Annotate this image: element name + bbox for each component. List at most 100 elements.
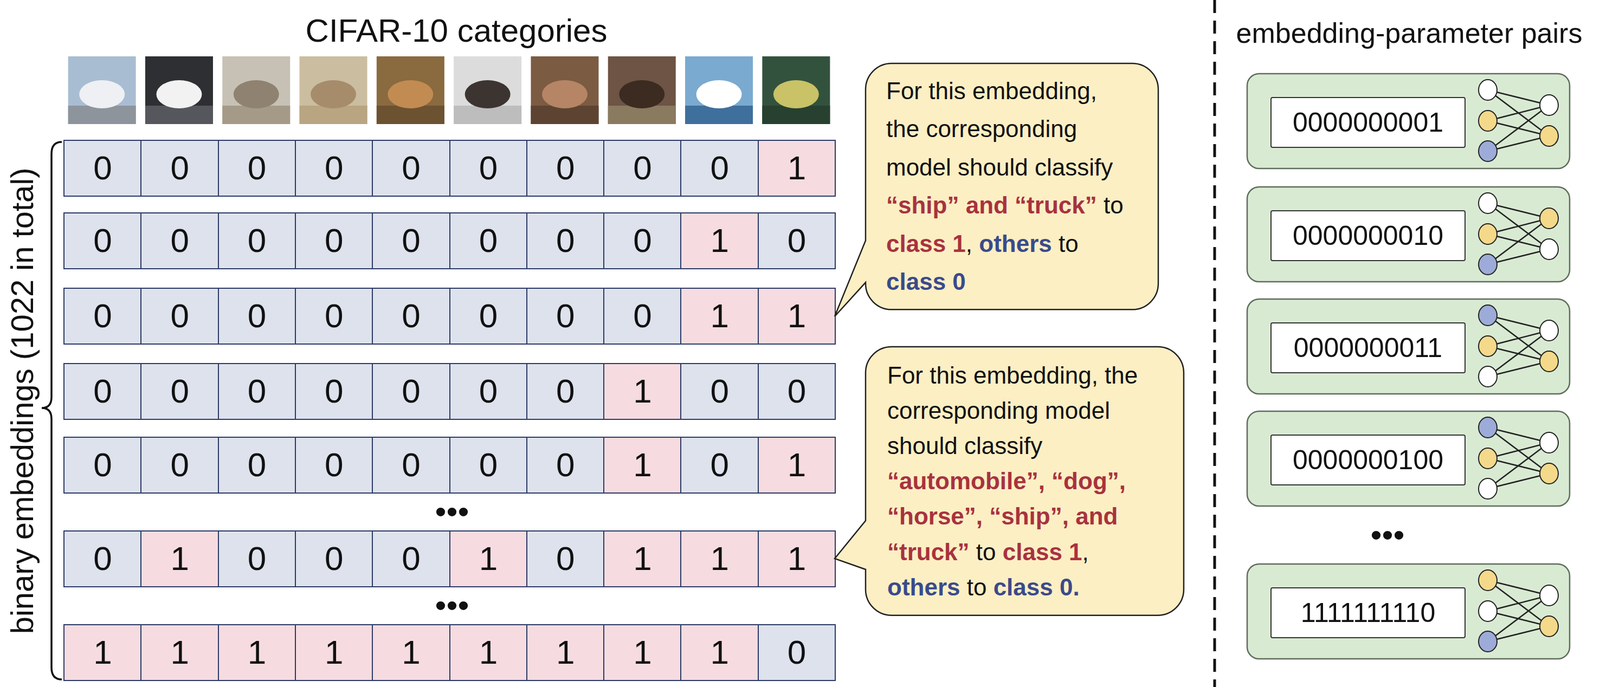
embedding-code-box: 1111111110 — [1270, 587, 1466, 639]
category-thumbnail — [145, 56, 214, 125]
callout-text: For this embedding, the corresponding mo… — [865, 346, 1184, 616]
embedding-code: 1111111110 — [1300, 598, 1436, 629]
network-link — [1487, 595, 1550, 642]
bit-value: 0 — [479, 297, 498, 335]
bit-value: 1 — [170, 634, 189, 672]
thumbnail-background — [145, 56, 214, 125]
bit-cell: 0 — [294, 436, 374, 494]
embedding-code: 0000000100 — [1292, 445, 1444, 476]
thumbnail-ground — [222, 105, 290, 125]
bit-value: 0 — [787, 634, 806, 672]
category-thumbnail — [530, 56, 599, 125]
thumbnail-subject — [542, 80, 588, 109]
thumbnail-subject — [233, 80, 280, 109]
bit-cell: 0 — [294, 212, 374, 270]
bit-value: 1 — [710, 540, 729, 578]
bit-cell: 0 — [449, 436, 528, 494]
network-link — [1487, 315, 1550, 362]
bit-cell: 1 — [449, 530, 528, 588]
thumbnail-ground — [608, 105, 676, 125]
bit-cell: 0 — [217, 436, 297, 494]
network-neuron — [1478, 366, 1498, 387]
bit-value: 0 — [401, 372, 421, 410]
bit-cell: 1 — [294, 624, 374, 682]
bit-value: 0 — [710, 446, 729, 484]
bit-value: 0 — [324, 222, 344, 260]
bit-value: 0 — [401, 540, 421, 578]
bit-value: 1 — [556, 634, 575, 672]
bit-cell: 0 — [294, 139, 374, 197]
bit-cell: 0 — [217, 363, 297, 421]
ellipsis: ••• — [1370, 517, 1405, 554]
thumbnail-subject — [773, 80, 819, 109]
bit-cell: 1 — [757, 287, 837, 345]
network-neuron — [1478, 192, 1498, 214]
network-neuron — [1478, 417, 1498, 438]
thumbnail-ground — [299, 105, 368, 125]
bit-cell: 0 — [449, 363, 528, 421]
bit-cell: 0 — [140, 363, 219, 421]
bit-cell: 1 — [449, 624, 528, 682]
network-neuron — [1539, 463, 1559, 485]
bit-cell: 0 — [63, 363, 143, 421]
ellipsis: ••• — [434, 494, 469, 531]
category-thumbnail — [608, 56, 676, 125]
network-icon — [1478, 79, 1559, 162]
bit-value: 0 — [324, 540, 344, 578]
section-title: CIFAR-10 categories — [305, 13, 608, 49]
thumbnail-background — [453, 56, 522, 125]
network-neuron — [1539, 125, 1559, 147]
thumbnail-background — [68, 56, 137, 125]
bit-value: 0 — [324, 372, 344, 410]
bit-cell: 0 — [757, 363, 837, 421]
bit-value: 1 — [633, 540, 652, 578]
bit-value: 0 — [787, 222, 806, 260]
category-thumbnail — [685, 56, 753, 125]
network-neuron — [1478, 223, 1498, 245]
bit-cell: 0 — [371, 212, 451, 270]
network-link — [1487, 203, 1550, 250]
bit-value: 0 — [247, 372, 267, 410]
thumbnail-ground — [530, 105, 599, 125]
network-neuron — [1478, 631, 1498, 653]
bit-value: 0 — [93, 372, 112, 410]
callout-bubble: For this embedding, the corresponding mo… — [865, 63, 1159, 310]
bit-cell: 0 — [757, 212, 837, 270]
thumbnail-background — [762, 56, 830, 125]
network-neuron — [1539, 208, 1559, 229]
embedding-code: 0000000011 — [1293, 333, 1443, 364]
thumbnail-background — [608, 56, 676, 125]
network-neuron — [1478, 601, 1498, 622]
network-link — [1487, 89, 1550, 137]
text-run: “ship” and “truck” — [886, 191, 1098, 219]
thumbnail-ground — [145, 105, 214, 125]
bit-cell: 0 — [217, 530, 297, 588]
bit-cell: 0 — [371, 363, 451, 421]
bit-value: 0 — [479, 149, 498, 187]
text-run: to — [1097, 191, 1124, 219]
bit-value: 0 — [93, 540, 112, 578]
thumbnail-background — [685, 56, 753, 125]
bit-cell: 0 — [371, 436, 451, 494]
text-run: For this embedding, the corresponding mo… — [887, 362, 1138, 460]
bit-cell: 1 — [603, 363, 682, 421]
bit-value: 1 — [324, 634, 344, 672]
pair-panel — [1247, 564, 1570, 660]
bit-value: 0 — [633, 149, 652, 187]
thumbnail-background — [222, 56, 290, 125]
bit-value: 0 — [324, 297, 344, 335]
bit-value: 0 — [324, 149, 344, 187]
bit-value: 1 — [710, 297, 729, 335]
bit-value: 1 — [170, 540, 189, 578]
thumbnail-subject — [387, 80, 434, 109]
bit-value: 1 — [479, 634, 498, 672]
network-neuron — [1478, 254, 1498, 275]
bit-value: 1 — [710, 222, 729, 260]
bit-value: 1 — [787, 446, 806, 484]
bit-value: 1 — [479, 540, 498, 578]
pair-panel — [1247, 186, 1570, 282]
bit-value: 0 — [401, 222, 421, 260]
bit-cell: 1 — [371, 624, 451, 682]
bit-cell: 0 — [680, 363, 759, 421]
